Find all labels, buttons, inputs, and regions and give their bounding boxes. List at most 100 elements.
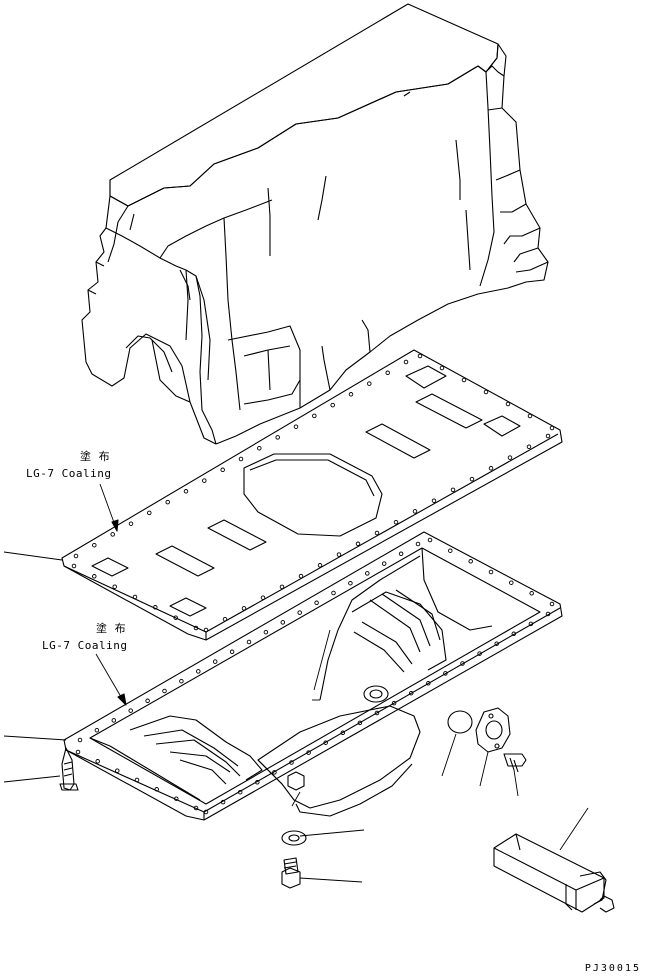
pan-bolt-hole <box>529 622 533 626</box>
pan-bolt-hole <box>382 562 386 566</box>
pan-bolt-hole <box>204 810 208 814</box>
pan-bolt-hole <box>146 699 150 703</box>
pan-bolt-hole <box>495 642 499 646</box>
gasket-bolt-hole <box>93 543 97 547</box>
gasket-bolt-hole <box>72 564 76 568</box>
gasket-bolt-hole <box>546 434 550 438</box>
pan-bolt-hole <box>427 682 431 686</box>
gasket-bolt-hole <box>174 616 178 620</box>
gasket-bolt-hole <box>462 378 466 382</box>
pan-bolt-hole <box>332 591 336 595</box>
drain-plug <box>282 858 300 888</box>
pan-bolt-hole <box>358 721 362 725</box>
pan-bolt-hole <box>416 542 420 546</box>
gasket <box>62 350 562 640</box>
pan-bolt-hole <box>78 738 82 742</box>
pan-bolt-hole <box>155 788 159 792</box>
pan-bolt-hole <box>409 691 413 695</box>
pan-bolt-hole <box>197 670 201 674</box>
pan-bolt-hole <box>230 650 234 654</box>
pan-bolt <box>60 748 78 790</box>
pan-bolt-hole <box>530 592 534 596</box>
pan-bolt-hole <box>550 602 554 606</box>
cover-bolt <box>504 754 526 772</box>
pan-bolt-hole <box>399 552 403 556</box>
pan-bolt-hole <box>298 611 302 615</box>
pan-bolt-hole <box>213 660 217 664</box>
pan-bolt-hole <box>489 570 493 574</box>
pan-bolt-hole <box>375 711 379 715</box>
gasket-bolt-hole <box>221 468 225 472</box>
drawing-code: PJ30015 <box>584 963 641 974</box>
gasket-bolt-hole <box>313 414 317 418</box>
gasket-bolt-hole <box>528 414 532 418</box>
pan-bolt-hole <box>96 760 100 764</box>
gasket-bolt-hole <box>113 585 117 589</box>
pan-bolt-hole <box>273 771 277 775</box>
gasket-bolt-hole <box>331 403 335 407</box>
pan-bolt-hole <box>116 769 120 773</box>
gasket-bolt-hole <box>356 542 360 546</box>
gasket-bolt-hole <box>386 371 390 375</box>
gasket-bolt-hole <box>440 366 444 370</box>
pan-bolt-hole <box>366 572 370 576</box>
gasket-bolt-hole <box>184 490 188 494</box>
gasket-bolt-hole <box>484 390 488 394</box>
pan-bolt-hole <box>307 751 311 755</box>
coating-arrow-lower <box>96 654 126 705</box>
gasket-bolt-hole <box>337 553 341 557</box>
pan-bolt-hole <box>324 741 328 745</box>
pan-bolt-hole <box>444 672 448 676</box>
pan-bolt-hole <box>163 689 167 693</box>
pan-bolt-hole <box>76 750 80 754</box>
pan-bolt-hole <box>238 790 242 794</box>
pan-bolt-hole <box>129 709 133 713</box>
gasket-bolt-hole <box>154 606 158 610</box>
gasket-bolt-hole <box>74 554 78 558</box>
drain-washer <box>282 831 306 845</box>
pan-bolt-hole <box>315 601 319 605</box>
gasket-bolt-hole <box>349 393 353 397</box>
gasket-bolt-hole <box>194 626 198 630</box>
pan-bolt-hole <box>546 612 550 616</box>
gasket-bolt-hole <box>368 382 372 386</box>
pan-bolt-hole <box>512 632 516 636</box>
gasket-bolt-hole <box>489 467 493 471</box>
heater <box>494 834 614 912</box>
coating-label-lower: LG-7 Coaling <box>42 639 128 652</box>
pan-bolt-hole <box>247 640 251 644</box>
gasket-bolt-hole <box>148 511 152 515</box>
pan-bolt-hole <box>180 679 184 683</box>
pan-bolt-hole <box>290 761 294 765</box>
gasket-bolt-hole <box>294 425 298 429</box>
gasket-bolt-hole <box>203 479 207 483</box>
oil-pan <box>64 532 562 820</box>
pan-bolt-hole <box>341 731 345 735</box>
gasket-bolt-hole <box>204 628 208 632</box>
plug <box>448 711 472 733</box>
gasket-bolt-hole <box>242 607 246 611</box>
pan-bolt-hole <box>449 549 453 553</box>
coating-label-upper-kanji: 塗 布 <box>80 450 111 463</box>
gasket-bolt-hole <box>318 564 322 568</box>
cylinder-block <box>82 4 548 444</box>
gasket-bolt-hole <box>280 585 284 589</box>
gasket-bolt-hole <box>394 520 398 524</box>
pan-bolt-hole <box>461 662 465 666</box>
coating-label-lower-kanji: 塗 布 <box>96 622 127 635</box>
pan-bolt-hole <box>510 581 514 585</box>
gasket-bolt-hole <box>550 426 554 430</box>
pan-bolt-hole <box>264 630 268 634</box>
pan-bolt-hole <box>428 538 432 542</box>
pan-bolt-hole <box>221 800 225 804</box>
gasket-bolt-hole <box>258 446 262 450</box>
pan-bolt-hole <box>175 797 179 801</box>
coating-arrow-upper <box>100 484 118 531</box>
gasket-bolt-hole <box>166 500 170 504</box>
pan-bolt-hole <box>194 806 198 810</box>
pan-bolt-hole <box>95 728 99 732</box>
gasket-bolt-hole <box>261 596 265 600</box>
pan-bolt-hole <box>135 778 139 782</box>
pan-bolt-hole <box>112 719 116 723</box>
gasket-bolt-hole <box>239 457 243 461</box>
